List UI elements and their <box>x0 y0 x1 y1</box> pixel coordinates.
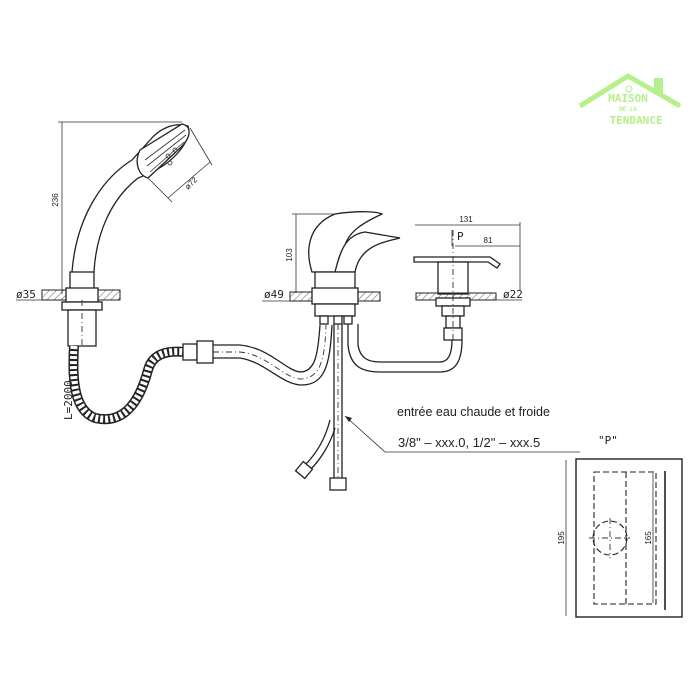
brand-logo: MAISON DE LA TENDANCE <box>578 73 682 127</box>
shower-mount-dim: ø35 <box>16 288 36 301</box>
diverter-width-dim: 131 <box>459 215 473 224</box>
diverter-offset-dim: 81 <box>484 236 493 245</box>
hand-shower <box>16 121 333 425</box>
diverter-mount-dim: ø22 <box>503 288 523 301</box>
shower-height-dim: 236 <box>51 193 60 207</box>
detail-p-title: "P" <box>598 434 618 447</box>
mixer-tap <box>262 211 463 491</box>
logo-text-1: MAISON <box>608 92 648 105</box>
logo-text-2: DE LA <box>619 106 637 113</box>
mixer-height-dim: 103 <box>285 248 294 262</box>
inlet-spec: 3/8" – xxx.0, 1/2" – xxx.5 <box>398 435 540 450</box>
diverter-p-marker: P <box>457 230 464 243</box>
detail-p-view: "P" <box>565 434 683 618</box>
hose-length-label: L=2000 <box>62 380 75 420</box>
detail-outer-dim: 195 <box>557 531 566 545</box>
shower-head-dim: ø72 <box>183 175 200 192</box>
inlet-note: entrée eau chaude et froide <box>397 405 550 419</box>
mixer-mount-dim: ø49 <box>264 288 284 301</box>
diverter-valve <box>413 222 522 341</box>
logo-text-3: TENDANCE <box>610 114 663 127</box>
detail-inner-dim: 165 <box>644 531 653 545</box>
